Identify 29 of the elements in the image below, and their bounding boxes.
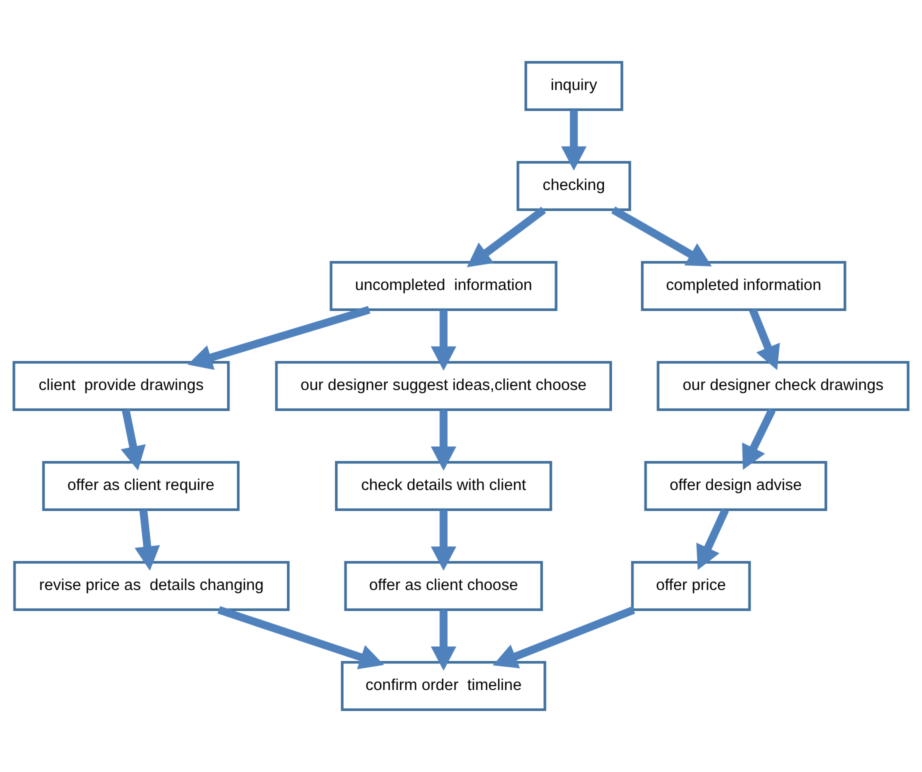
node-box: revise price as details changing [13,561,290,612]
node-box: uncompleted information [330,260,558,311]
node-box: client provide drawings [12,361,230,411]
node-box: confirm order timeline [340,661,546,712]
arrow [430,310,456,371]
node-box: offer as client require [42,461,240,512]
arrow [430,510,456,571]
node-box: offer as client choose [344,561,543,612]
node-box: completed information [640,260,846,311]
node-box: our designer check drawings [656,361,910,411]
arrow [430,610,456,671]
arrow [492,606,636,668]
node-box: offer design advise [644,461,828,512]
arrow [611,206,712,266]
arrow [188,306,370,370]
node-box: checking [516,160,632,211]
arrow [430,410,456,471]
arrow [120,409,146,471]
node-box: check details with client [335,461,552,512]
node-box: offer price [631,561,751,612]
arrow [742,408,776,470]
arrow [218,606,384,670]
arrow [561,110,587,171]
arrow [696,508,729,570]
node-box: inquiry [524,60,624,111]
arrow [749,308,780,370]
arrow [466,206,546,268]
node-box: our designer suggest ideas,client choose [275,361,612,411]
arrow [134,510,160,571]
